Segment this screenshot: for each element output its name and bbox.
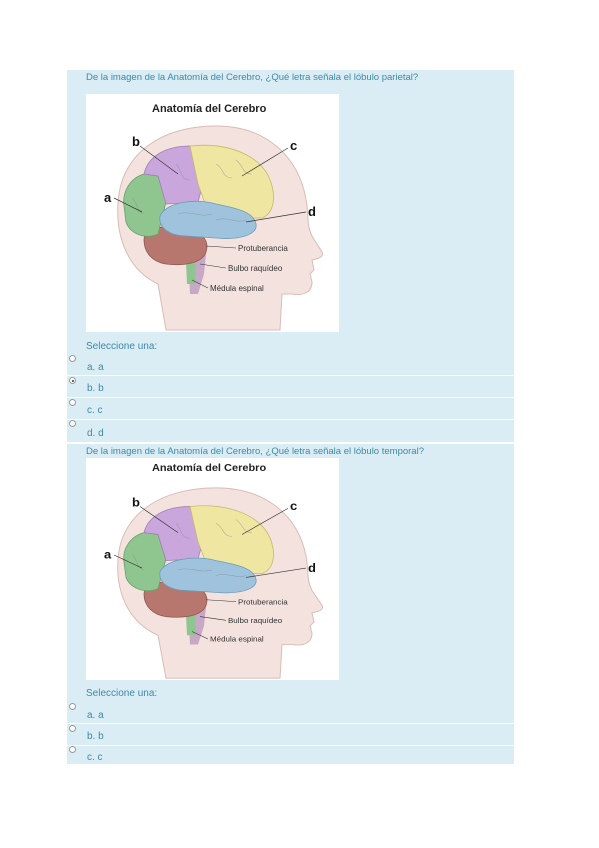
radio-option-d[interactable] [69, 420, 76, 427]
letter-c: c [290, 138, 297, 153]
divider [67, 419, 514, 420]
label-protuberancia: Protuberancia [238, 598, 288, 607]
pointer-bulbo [199, 263, 227, 269]
gyri-lines [131, 159, 253, 222]
brain-anatomy-figure: Anatomía del Cerebro a b c d Protuberanc… [86, 458, 339, 680]
spinal-cord [186, 262, 196, 284]
pointer-b [139, 145, 179, 175]
option-b-label[interactable]: b. b [87, 383, 104, 394]
radio-option-c[interactable] [69, 399, 76, 406]
option-a-label[interactable]: a. a [87, 362, 104, 373]
radio-option-a[interactable] [69, 355, 76, 362]
question-text: De la imagen de la Anatomía del Cerebro,… [86, 72, 419, 83]
label-bulbo: Bulbo raquídeo [228, 264, 283, 273]
letter-d: d [308, 204, 316, 219]
divider [67, 375, 514, 376]
brain-anatomy-figure: Anatomía del Cerebro a b c d Protuberanc… [86, 94, 339, 332]
pointer-d [245, 211, 307, 223]
pointer-d [245, 567, 307, 578]
figure-title: Anatomía del Cerebro [152, 462, 267, 474]
option-a-label[interactable]: a. a [87, 710, 104, 721]
radio-option-a[interactable] [69, 703, 76, 710]
gyri-lines [131, 519, 253, 577]
label-bulbo: Bulbo raquídeo [228, 616, 282, 625]
letter-c: c [290, 500, 297, 514]
pointer-b [139, 506, 179, 533]
pointer-a [113, 197, 143, 213]
divider [67, 723, 514, 724]
pointer-c [241, 508, 289, 535]
option-c-label[interactable]: c. c [87, 405, 103, 416]
label-medula: Médula espinal [210, 635, 264, 644]
divider [67, 397, 514, 398]
letter-b: b [132, 496, 140, 510]
label-protuberancia: Protuberancia [238, 244, 288, 253]
pointer-protuberancia [205, 245, 237, 249]
lobe-blue [159, 200, 257, 239]
letter-d: d [308, 561, 316, 575]
lobe-yellow [189, 144, 274, 219]
lobe-blue [159, 557, 257, 594]
lobe-green [123, 173, 167, 237]
label-medula: Médula espinal [210, 284, 264, 293]
select-prompt: Seleccione una: [86, 341, 158, 352]
pointer-medula [191, 631, 209, 640]
lobe-green [123, 532, 167, 592]
option-d-label[interactable]: d. d [87, 428, 104, 439]
pointer-protuberancia [205, 599, 237, 602]
select-prompt: Seleccione una: [86, 688, 158, 699]
brain-diagram: Anatomía del Cerebro a b c d Protuberanc… [104, 103, 323, 331]
radio-option-b[interactable] [69, 725, 76, 732]
spinal-cord [186, 614, 196, 636]
brain-diagram: Anatomía del Cerebro a b c d Protuberanc… [104, 462, 323, 679]
lobe-yellow [189, 505, 274, 575]
pointer-c [241, 147, 289, 177]
pointer-bulbo [199, 616, 227, 621]
letter-a: a [104, 190, 112, 205]
radio-option-b[interactable] [69, 377, 76, 384]
divider [67, 745, 514, 746]
letter-b: b [132, 134, 140, 149]
question-text: De la imagen de la Anatomía del Cerebro,… [86, 446, 424, 457]
figure-title: Anatomía del Cerebro [152, 103, 267, 115]
radio-option-c[interactable] [69, 746, 76, 753]
pointer-medula [191, 279, 209, 289]
option-c-label[interactable]: c. c [87, 752, 103, 763]
option-b-label[interactable]: b. b [87, 731, 104, 742]
letter-a: a [104, 548, 112, 562]
pointer-a [113, 554, 143, 569]
